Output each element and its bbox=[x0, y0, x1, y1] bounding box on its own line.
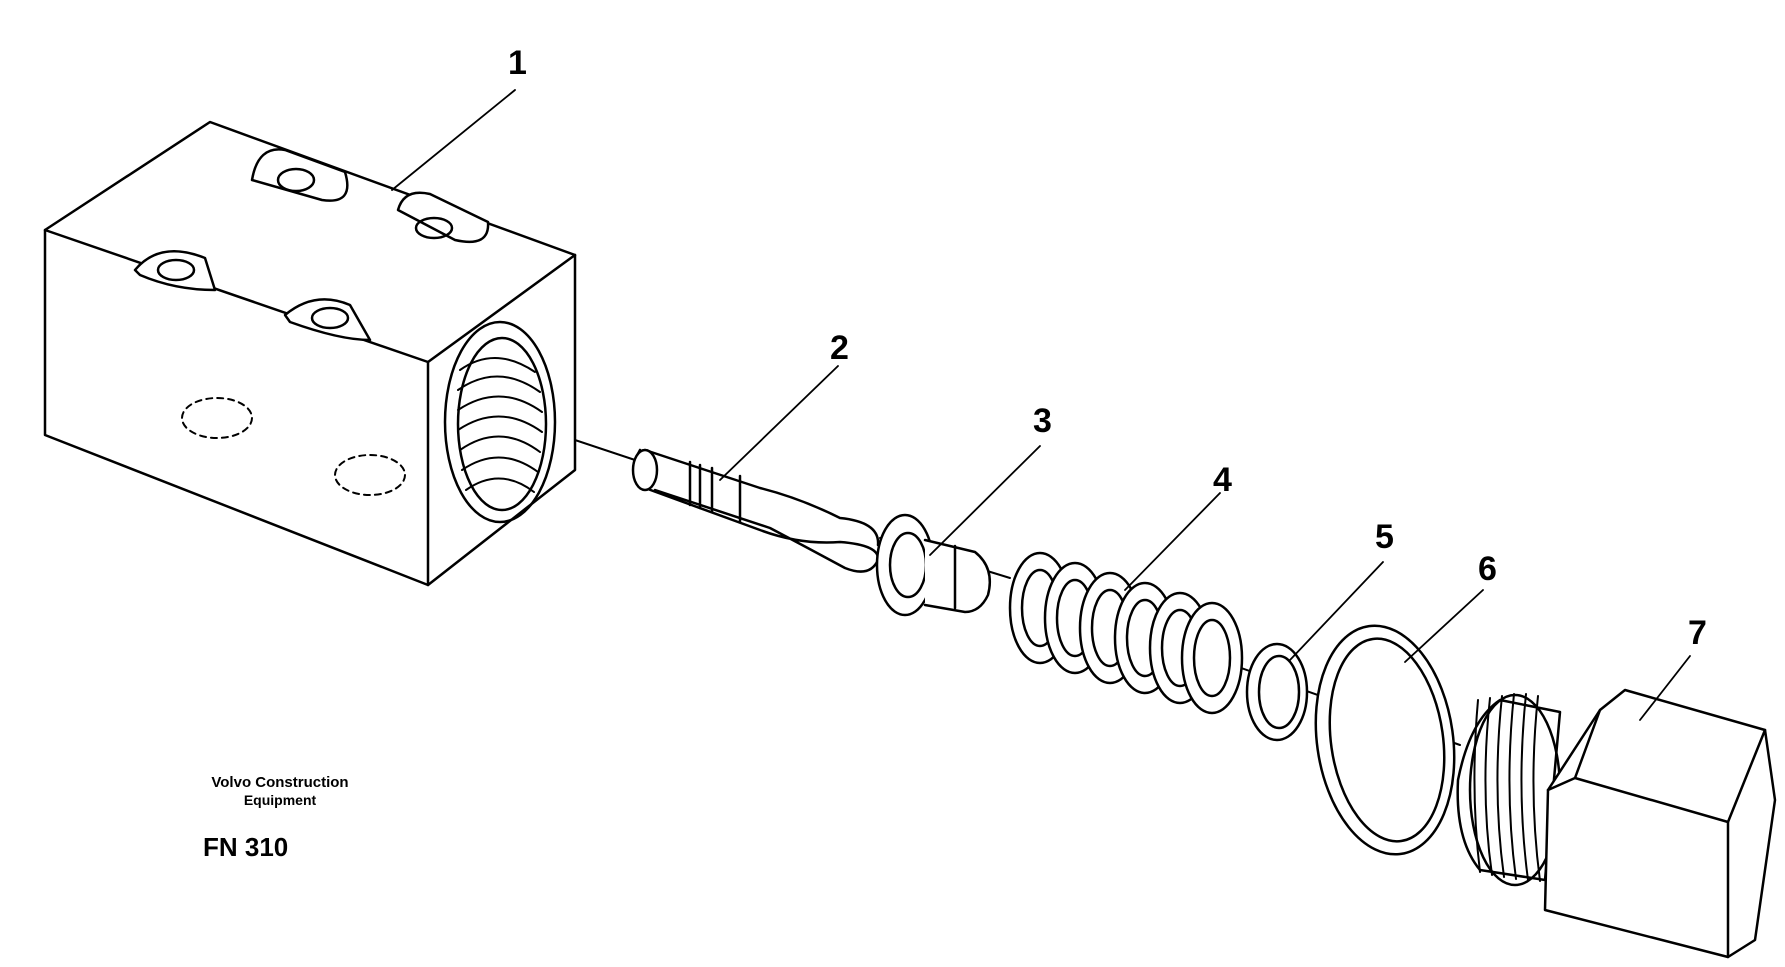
callout-label-4: 4 bbox=[1213, 461, 1232, 499]
valve-housing-part bbox=[43, 120, 577, 587]
callout-label-5: 5 bbox=[1375, 518, 1394, 556]
manufacturer-name: Volvo Construction bbox=[211, 774, 349, 791]
washer-part bbox=[1245, 642, 1309, 742]
callout-label-2: 2 bbox=[830, 329, 849, 367]
callout-label-7: 7 bbox=[1688, 614, 1707, 652]
manufacturer-subtitle: Equipment bbox=[243, 792, 317, 808]
figure-code: FN 310 bbox=[203, 832, 289, 862]
callout-label-6: 6 bbox=[1478, 550, 1497, 588]
poppet-cone-part bbox=[875, 513, 992, 617]
plug-part bbox=[1456, 688, 1777, 959]
callout-label-1: 1 bbox=[508, 44, 527, 82]
o-ring-seal-part bbox=[1314, 624, 1456, 856]
callout-label-3: 3 bbox=[1033, 402, 1052, 440]
leader-lines bbox=[391, 89, 1691, 721]
spring-part bbox=[1008, 551, 1244, 715]
piston-pin-part bbox=[631, 448, 880, 573]
